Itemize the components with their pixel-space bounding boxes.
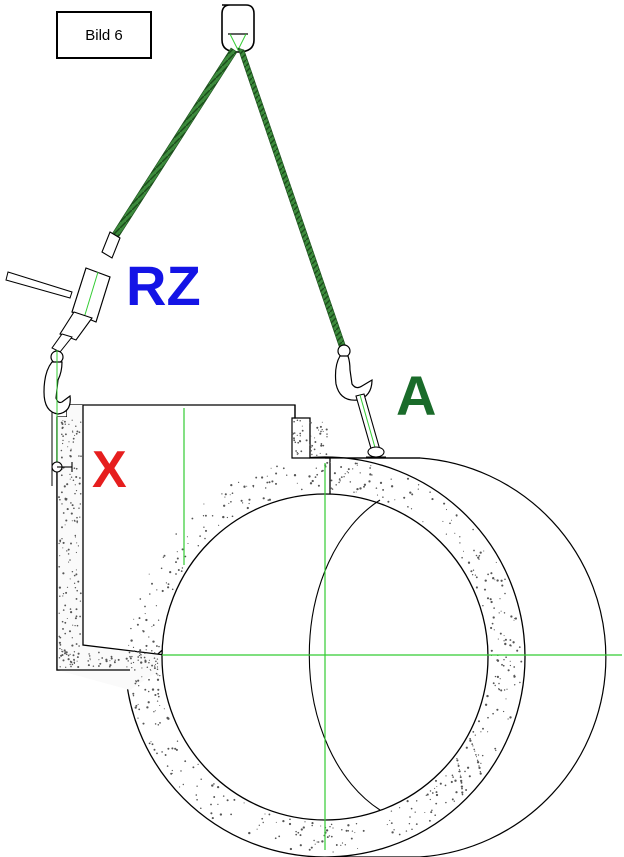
concrete-structure: [56, 404, 607, 857]
left-chain-leg: [111, 47, 238, 239]
master-link: [221, 4, 255, 53]
shaft-step: [291, 405, 310, 459]
concrete-texture: [58, 419, 523, 853]
base-outline: [56, 417, 130, 671]
shaft-concrete-band: [57, 405, 165, 690]
rear-ring-outline: [325, 457, 607, 857]
lifting-tackle: [5, 4, 386, 486]
rz-lifting-device: [5, 267, 111, 353]
label-rz: RZ: [126, 254, 201, 317]
center-lines: [162, 408, 622, 850]
label-x: X: [92, 441, 127, 499]
label-a: A: [396, 364, 437, 427]
left-hook: [43, 350, 73, 486]
figure-caption: Bild 6: [56, 11, 152, 59]
right-chain-leg: [237, 47, 348, 353]
right-hook: [334, 344, 386, 458]
